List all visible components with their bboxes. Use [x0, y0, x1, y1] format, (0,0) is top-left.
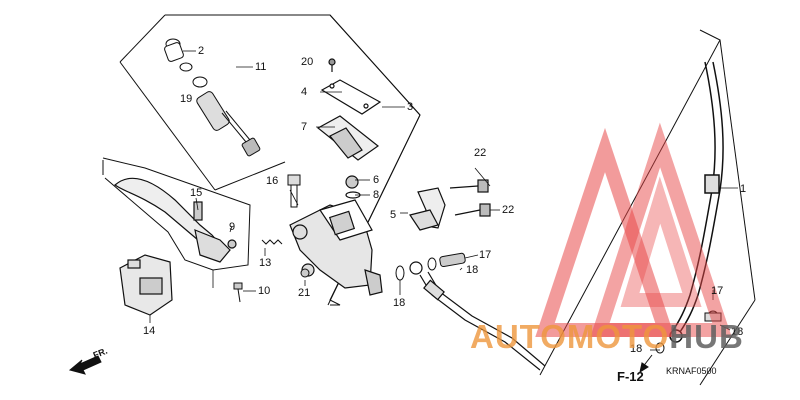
callout-19: 19	[180, 93, 193, 105]
callout-5: 5	[390, 209, 397, 221]
callout-13: 13	[259, 257, 272, 269]
watermark-logo	[535, 122, 732, 337]
callout-9: 9	[229, 221, 236, 233]
callout-20: 20	[301, 56, 314, 68]
callout-3: 3	[407, 101, 414, 113]
callout-15: 15	[190, 187, 203, 199]
spring-13	[261, 239, 283, 245]
bolt-10	[233, 282, 243, 290]
callout-8: 8	[373, 189, 380, 201]
callout-4: 4	[301, 86, 308, 98]
callout-1: 1	[740, 183, 747, 195]
piston-set-11	[164, 38, 261, 157]
frame-assembly-3	[165, 14, 421, 306]
callout-6: 6	[373, 174, 380, 186]
screw-20	[328, 58, 336, 66]
callout-18a: 18	[466, 264, 479, 276]
callout-22a: 22	[474, 147, 487, 159]
brake-lever	[114, 177, 237, 263]
banjo-bolt-22	[449, 179, 491, 217]
adjuster-15	[193, 201, 203, 221]
nut-9	[227, 239, 237, 249]
figure-reference: F-12	[617, 369, 644, 384]
catalog-code: KRNAF0500	[666, 366, 717, 376]
direction-arrow-icon	[68, 355, 102, 375]
callout-18c: 18	[731, 326, 744, 338]
callout-21: 21	[298, 287, 311, 299]
callout-18b: 18	[393, 297, 406, 309]
pivot-bolt-16	[287, 174, 301, 208]
switch-housing-14	[119, 254, 173, 316]
master-cylinder-body	[289, 199, 383, 296]
bolt-21	[300, 268, 310, 278]
callout-22b: 22	[502, 204, 515, 216]
callout-17b: 17	[711, 285, 724, 297]
callout-2: 2	[198, 45, 205, 57]
cap-seal-6	[345, 175, 359, 189]
callout-14: 14	[143, 325, 156, 337]
watermark-text: AUTOMOTOHUB	[470, 318, 744, 356]
callout-18d: 18	[630, 343, 643, 355]
bleed-screw-17	[439, 252, 466, 268]
watermark-text-part1: AUTOMOTO	[470, 318, 670, 355]
callout-11: 11	[255, 61, 267, 73]
callout-17a: 17	[479, 249, 492, 261]
callout-16: 16	[266, 175, 279, 187]
callout-10: 10	[258, 285, 271, 297]
watermark-text-part2: HUB	[669, 318, 744, 355]
callout-7: 7	[301, 121, 308, 133]
